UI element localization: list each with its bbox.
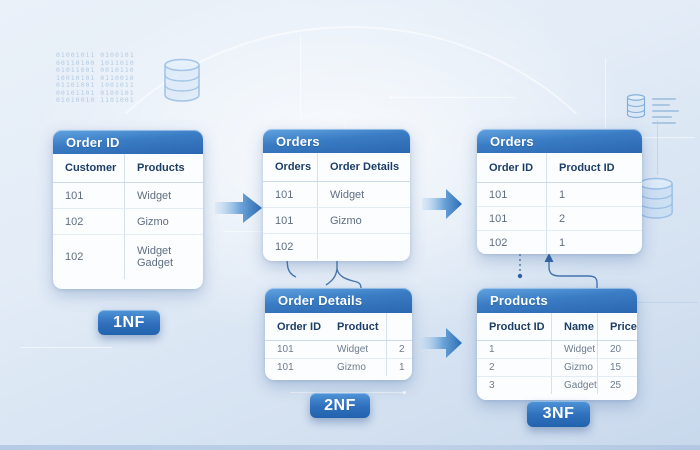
table-row: 101 Gizmo 1: [265, 359, 412, 376]
table-title: Orders: [263, 129, 410, 153]
table-cell: Gizmo: [325, 359, 387, 376]
circuit-line-decoration: [290, 392, 405, 393]
table-cell: 101: [263, 182, 318, 207]
table-cell: 2: [559, 212, 566, 225]
table-cell: 101: [277, 344, 294, 355]
table-cell: Widget: [330, 188, 365, 201]
table-cell: 1: [559, 188, 566, 201]
table-cell: 102: [477, 231, 547, 254]
database-cylinder-icon: [626, 94, 646, 119]
data-list-decoration: [652, 98, 679, 128]
table-cell: 15: [610, 362, 622, 373]
arrow-2nf-to-3nf-top-icon: [422, 189, 462, 219]
table-cell: 2: [477, 359, 552, 376]
table-row: 102 1: [477, 231, 642, 254]
table-row: 101 Widget: [53, 183, 203, 209]
table-cell: Widget: [552, 341, 598, 358]
bottom-edge-decoration: [0, 445, 700, 450]
arrowhead-up-icon: [544, 253, 554, 262]
connector-end-dot: [517, 273, 523, 279]
table-cell: 1: [477, 341, 552, 358]
column-header: Product ID: [559, 161, 615, 174]
table-cell: Gizmo: [330, 214, 362, 227]
table-cell: 101: [53, 183, 125, 208]
table-header-row: Order ID Product ID: [477, 153, 642, 183]
arrow-1nf-to-2nf-icon: [215, 193, 262, 223]
circuit-line-decoration: [605, 58, 606, 138]
table-header-row: Order ID Product: [265, 313, 412, 341]
table-row: 101 2: [477, 207, 642, 231]
table-2nf-order-details: Order Details Order ID Product 101 Widge…: [265, 288, 412, 380]
table-1nf-order-id: Order ID Customer Products 101 Widget 10…: [53, 130, 203, 289]
database-cylinder-icon: [639, 177, 673, 219]
badge-3nf: 3NF: [527, 401, 590, 427]
column-header: Name: [552, 313, 598, 340]
connector-orderdetails-branch-left: [325, 268, 338, 286]
column-header: Orders: [263, 153, 318, 181]
column-header: Price: [610, 320, 637, 333]
table-header-row: Customer Products: [53, 154, 203, 183]
table-row: 3 Gadget 25: [477, 377, 637, 394]
connector-orderdetails-branch-right: [336, 268, 362, 290]
badge-1nf: 1NF: [98, 310, 160, 335]
table-cell: 101: [477, 183, 547, 206]
arrow-2nf-to-3nf-bottom-icon: [420, 328, 462, 358]
table-row: 102: [263, 234, 410, 259]
table-2nf-orders: Orders Orders Order Details 101 Widget 1…: [263, 129, 410, 261]
table-row: 1 Widget 20: [477, 341, 637, 359]
table-cell: 101: [263, 208, 318, 233]
circuit-dot-decoration: [403, 391, 406, 394]
circuit-line-decoration: [657, 120, 658, 175]
connector-products-to-orders3nf: [548, 262, 598, 288]
table-row: 102 Gizmo: [53, 209, 203, 235]
table-cell: Widget: [325, 341, 387, 358]
table-title: Products: [477, 288, 637, 313]
circuit-dot-decoration: [389, 96, 392, 99]
database-cylinder-icon: [164, 58, 200, 102]
table-3nf-products: Products Product ID Name Price 1 Widget …: [477, 288, 637, 400]
table-header-row: Orders Order Details: [263, 153, 410, 182]
table-cell: Gizmo: [552, 359, 598, 376]
badge-2nf: 2NF: [310, 393, 370, 418]
column-header: Product: [325, 313, 387, 340]
circuit-line-decoration: [20, 347, 112, 348]
table-row: 101 Gizmo: [263, 208, 410, 234]
table-title: Order Details: [265, 288, 412, 313]
binary-code-decoration: 01001011 0100101 00110100 1011010 010110…: [56, 51, 135, 104]
table-row: 2 Gizmo 15: [477, 359, 637, 377]
table-header-row: Product ID Name Price: [477, 313, 637, 341]
column-header: Order Details: [330, 161, 400, 173]
table-cell: 102: [53, 209, 125, 234]
table-title: Orders: [477, 129, 642, 153]
circuit-line-decoration: [390, 97, 515, 98]
table-title: Order ID: [53, 130, 203, 154]
circuit-line-decoration: [300, 35, 301, 120]
table-row: 101 Widget: [263, 182, 410, 208]
table-cell: 2: [399, 344, 405, 355]
table-cell: 1: [399, 362, 405, 373]
table-row: 101 Widget 2: [265, 341, 412, 359]
column-header: Order ID: [277, 320, 322, 333]
table-cell: 101: [277, 362, 294, 373]
table-cell: Widget Gadget: [137, 245, 174, 269]
column-header: Products: [137, 162, 185, 174]
table-cell: 101: [477, 207, 547, 230]
table-row: 102 Widget Gadget: [53, 235, 203, 279]
column-header: Order ID: [477, 153, 547, 182]
table-cell: Gadget: [552, 377, 598, 394]
column-header: Product ID: [477, 313, 552, 340]
table-cell: 102: [53, 235, 125, 279]
column-header: Customer: [53, 154, 125, 182]
table-cell: Widget: [137, 189, 172, 202]
table-cell: 20: [610, 344, 622, 355]
table-cell: 25: [610, 380, 622, 391]
table-cell: 3: [477, 377, 552, 394]
table-3nf-orders: Orders Order ID Product ID 101 1 101 2 1…: [477, 129, 642, 254]
table-row: 101 1: [477, 183, 642, 207]
circuit-line-decoration: [598, 302, 698, 303]
table-cell: 1: [559, 236, 566, 249]
table-cell: Gizmo: [137, 215, 169, 228]
table-cell: 102: [263, 234, 318, 259]
